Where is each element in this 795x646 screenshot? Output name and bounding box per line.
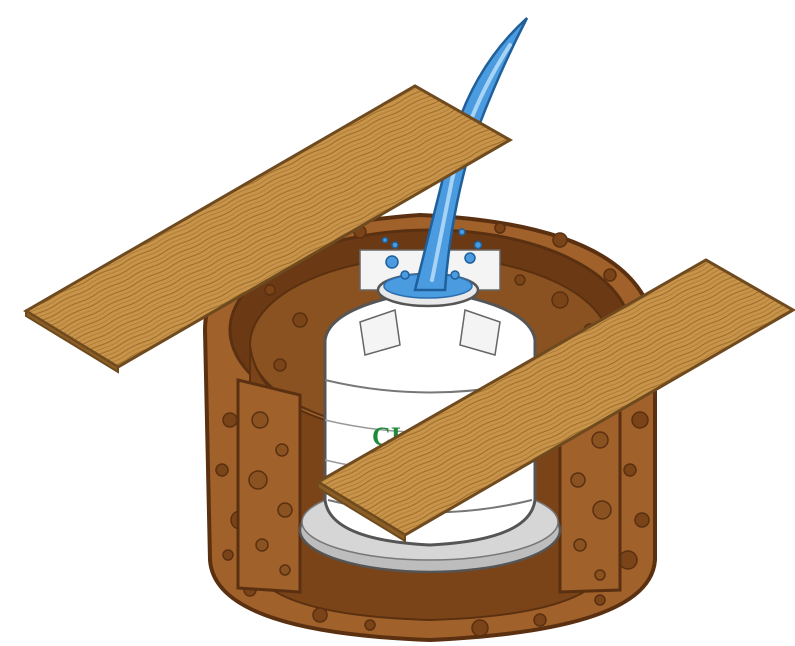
- soil-pillar-left: [238, 380, 300, 592]
